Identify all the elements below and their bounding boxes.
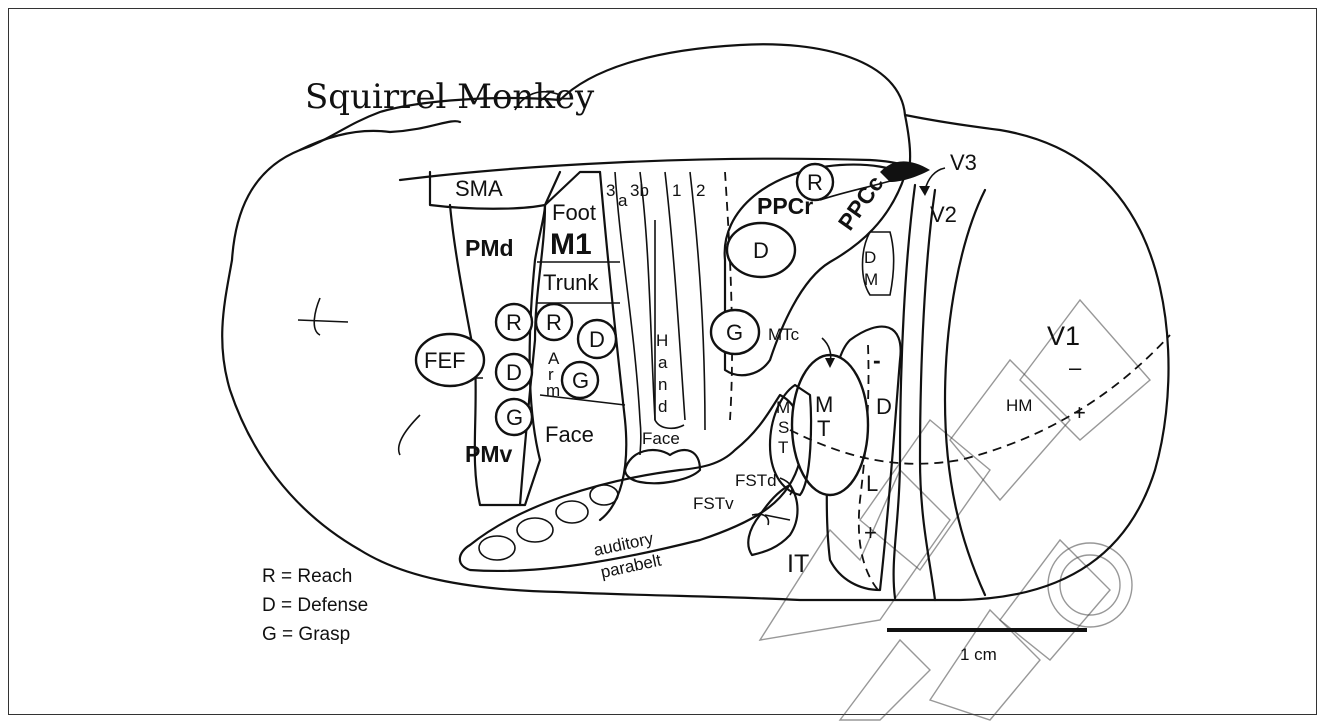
- label-trunk: Trunk: [543, 270, 599, 295]
- area-1-border: [665, 172, 685, 420]
- frontal-sulcus-2: [399, 415, 420, 455]
- label-pmd: PMd: [465, 235, 514, 261]
- scale-bar-label: 1 cm: [960, 645, 997, 664]
- label-mst-t: T: [778, 438, 788, 457]
- fst-region: [748, 485, 797, 555]
- sylvian-fissure-upper: [300, 121, 460, 150]
- label-mst-m: M: [776, 398, 790, 417]
- area-2-border: [690, 172, 705, 430]
- label-mt-m: M: [815, 392, 833, 417]
- sulcus-oval-4: [590, 485, 618, 505]
- label-fstd: FSTd: [735, 471, 777, 490]
- label-hand-a: a: [658, 353, 668, 372]
- label-face-s1: Face: [642, 429, 680, 448]
- label-ppcc: PPCc: [833, 171, 889, 235]
- v1-border: [945, 190, 985, 595]
- v3-junction: [880, 161, 930, 182]
- module-d-ppc-label: D: [753, 238, 769, 263]
- label-v1-minus: –: [1069, 355, 1082, 380]
- label-dl-l: L: [866, 471, 878, 496]
- label-3b: 3b: [630, 181, 649, 200]
- label-face-m1: Face: [545, 422, 594, 447]
- label-ppcr: PPCr: [757, 193, 813, 219]
- module-g-ppc-label: G: [726, 320, 743, 345]
- module-g-m1-label: G: [572, 368, 589, 393]
- label-hand-n: n: [658, 375, 667, 394]
- label-mt-t: T: [817, 416, 830, 441]
- label-mst-s: S: [778, 418, 789, 437]
- module-r-m1-label: R: [546, 310, 562, 335]
- legend-reach: R = Reach: [262, 566, 352, 587]
- label-arm-m: m: [546, 381, 560, 400]
- module-d-m1-label: D: [589, 327, 605, 352]
- sulcus-oval-3: [556, 501, 588, 523]
- label-dm-m: M: [864, 270, 878, 289]
- label-m1: M1: [550, 228, 592, 261]
- module-r-ppc-label: R: [807, 170, 823, 195]
- label-dl-d: D: [876, 394, 892, 419]
- label-hand-h: H: [656, 331, 668, 350]
- v2-border-caudal: [920, 190, 935, 600]
- face-s1-toes: [625, 450, 700, 483]
- label-pmv: PMv: [465, 441, 513, 467]
- label-hm: HM: [1006, 396, 1032, 415]
- sulcus-oval-2: [517, 518, 553, 542]
- legend-grasp: G = Grasp: [262, 624, 350, 645]
- label-fef: FEF: [424, 348, 466, 373]
- area-3b-border: [640, 172, 655, 420]
- label-mtc: MTc: [768, 325, 800, 344]
- brain-outline: [222, 44, 1168, 600]
- label-dl-plus: +: [864, 520, 877, 545]
- label-sma: SMA: [455, 176, 503, 201]
- diagram-title: Squirrel Monkey: [305, 77, 595, 117]
- legend-defense: D = Defense: [262, 595, 368, 616]
- label-hand-d: d: [658, 397, 667, 416]
- dl-dashed: [859, 345, 878, 590]
- label-v1-plus: +: [1073, 400, 1086, 425]
- label-v1: V1: [1047, 321, 1080, 351]
- label-3a-a: a: [618, 191, 628, 210]
- label-fstv: FSTv: [693, 494, 734, 513]
- label-dl-minus: -: [873, 347, 881, 373]
- label-v2: V2: [930, 202, 957, 227]
- label-dm-d: D: [864, 248, 876, 267]
- area-3a-border: [615, 172, 641, 455]
- frontal-sulcus: [298, 298, 348, 335]
- v3-arrowhead: [919, 186, 930, 196]
- label-3a-3: 3: [606, 181, 615, 200]
- label-v3: V3: [950, 150, 977, 175]
- label-area-1: 1: [672, 181, 681, 200]
- module-g-pm-label: G: [506, 405, 523, 430]
- module-r-pm-label: R: [506, 310, 522, 335]
- label-it: IT: [787, 550, 809, 578]
- label-area-2: 2: [696, 181, 705, 200]
- module-d-pm-label: D: [506, 360, 522, 385]
- label-foot: Foot: [552, 200, 596, 225]
- sulcus-oval-1: [479, 536, 515, 560]
